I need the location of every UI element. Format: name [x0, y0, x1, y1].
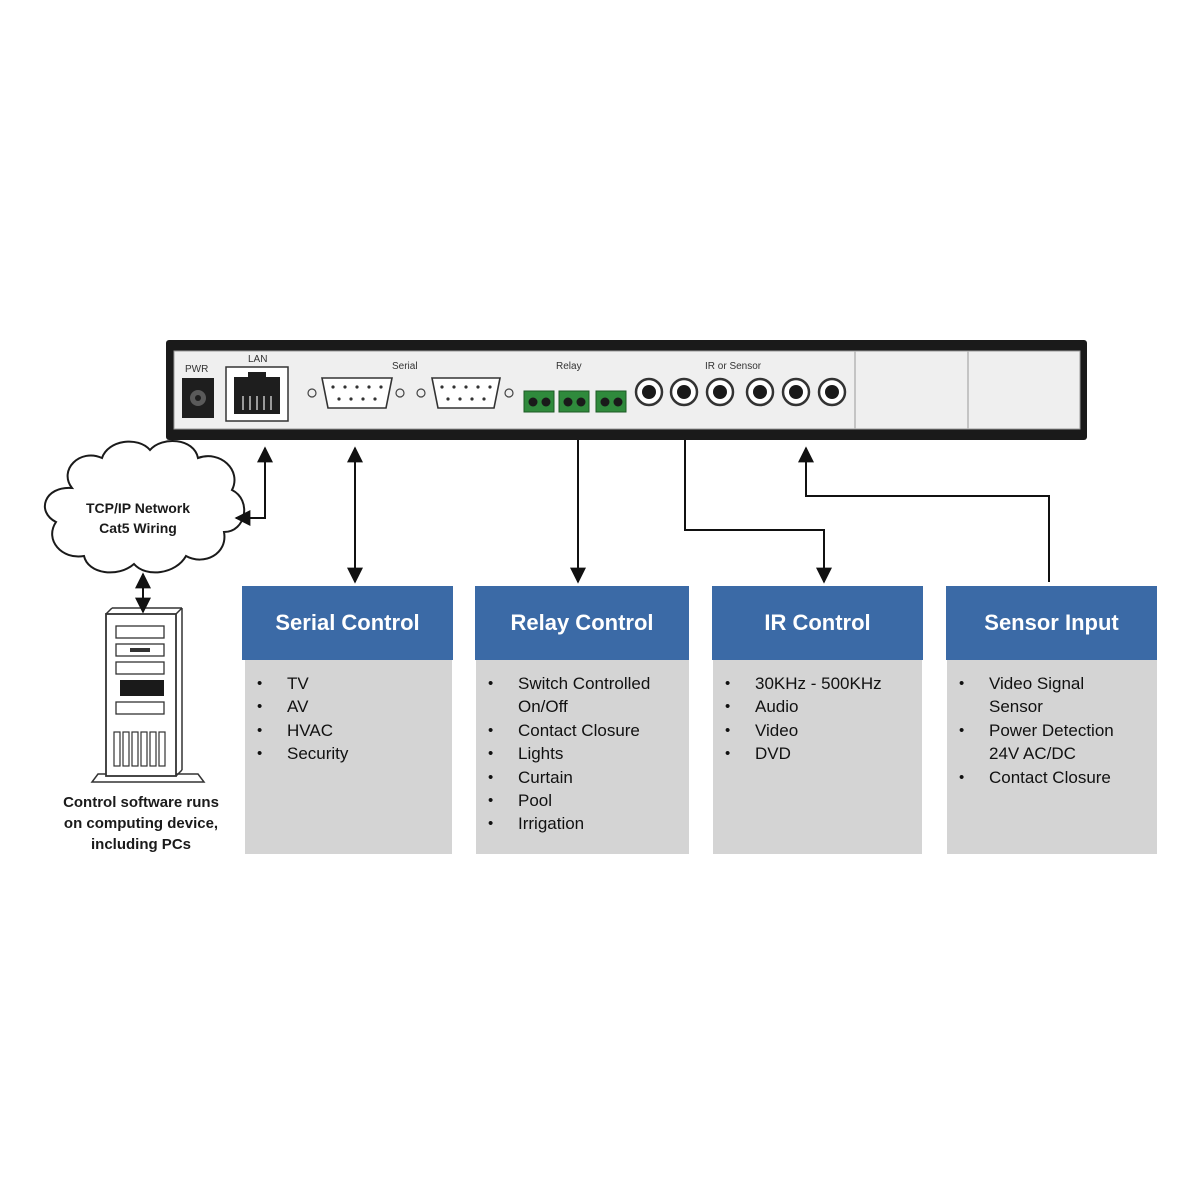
computer-tower-icon — [90, 607, 206, 783]
relay-terminal-1 — [523, 390, 555, 413]
ir-sensor-label: IR or Sensor — [705, 361, 762, 372]
list-item: Contact Closure — [947, 766, 1149, 790]
network-cloud — [44, 439, 246, 574]
computer-caption-line-3: including PCs — [90, 836, 191, 853]
connector-sensor — [798, 446, 1050, 582]
list-item-line: Sensor — [989, 697, 1043, 717]
lan-label: LAN — [248, 354, 268, 365]
ir-control-header: IR Control — [712, 586, 923, 660]
power-jack — [182, 378, 214, 418]
relay-control-header: Relay Control — [475, 586, 689, 660]
serial-control-header: Serial Control — [242, 586, 453, 660]
relay-terminal-3 — [595, 390, 627, 413]
connector-lan-network — [234, 446, 273, 526]
computer-caption-line-2: on computing device, — [63, 815, 219, 832]
network-line-2: Cat5 Wiring — [99, 520, 177, 536]
list-item-line: 24V AC/DC — [989, 744, 1076, 764]
relay-label: Relay — [556, 361, 582, 372]
serial-label: Serial — [392, 361, 418, 372]
pwr-label: PWR — [185, 364, 209, 375]
list-item-line: Switch Controlled — [518, 674, 651, 693]
connector-ir — [684, 440, 832, 584]
list-item-line: Video Signal — [989, 674, 1085, 693]
list-item: DVD — [713, 742, 914, 766]
list-item: Audio — [713, 695, 914, 719]
ir-sensor-jack — [817, 377, 847, 407]
ir-sensor-jack — [781, 377, 811, 407]
ir-control-body: 30KHz - 500KHz Audio Video DVD — [713, 660, 922, 854]
list-item: Video — [713, 719, 914, 743]
list-item: AV — [245, 695, 444, 719]
ir-sensor-jack — [745, 377, 775, 407]
ir-sensor-jack — [669, 377, 699, 407]
list-item: Curtain — [476, 766, 681, 790]
computer-caption: Control software runs on computing devic… — [30, 792, 252, 855]
list-item: TV — [245, 672, 444, 696]
list-item: Security — [245, 742, 444, 766]
list-item-line: On/Off — [518, 697, 568, 717]
network-cloud-label: TCP/IP Network Cat5 Wiring — [58, 498, 218, 538]
control-device — [166, 340, 1087, 440]
list-item: Irrigation — [476, 812, 681, 836]
list-item-line: Power Detection — [989, 720, 1114, 740]
list-item: Pool — [476, 789, 681, 813]
serial-control-body: TV AV HVAC Security — [245, 660, 452, 854]
serial-port-2 — [416, 377, 514, 409]
sensor-input-header: Sensor Input — [946, 586, 1157, 660]
computer-caption-line-1: Control software runs — [63, 794, 219, 811]
relay-terminal-2 — [558, 390, 590, 413]
list-item: HVAC — [245, 719, 444, 743]
list-item: Lights — [476, 742, 681, 766]
list-item: Power Detection 24V AC/DC — [947, 719, 1149, 766]
ir-sensor-jack — [705, 377, 735, 407]
network-line-1: TCP/IP Network — [86, 500, 190, 516]
lan-port — [225, 366, 289, 422]
list-item: Contact Closure — [476, 719, 681, 743]
ir-sensor-jack — [634, 377, 664, 407]
list-item: 30KHz - 500KHz — [713, 672, 914, 696]
serial-port-1 — [307, 377, 405, 409]
